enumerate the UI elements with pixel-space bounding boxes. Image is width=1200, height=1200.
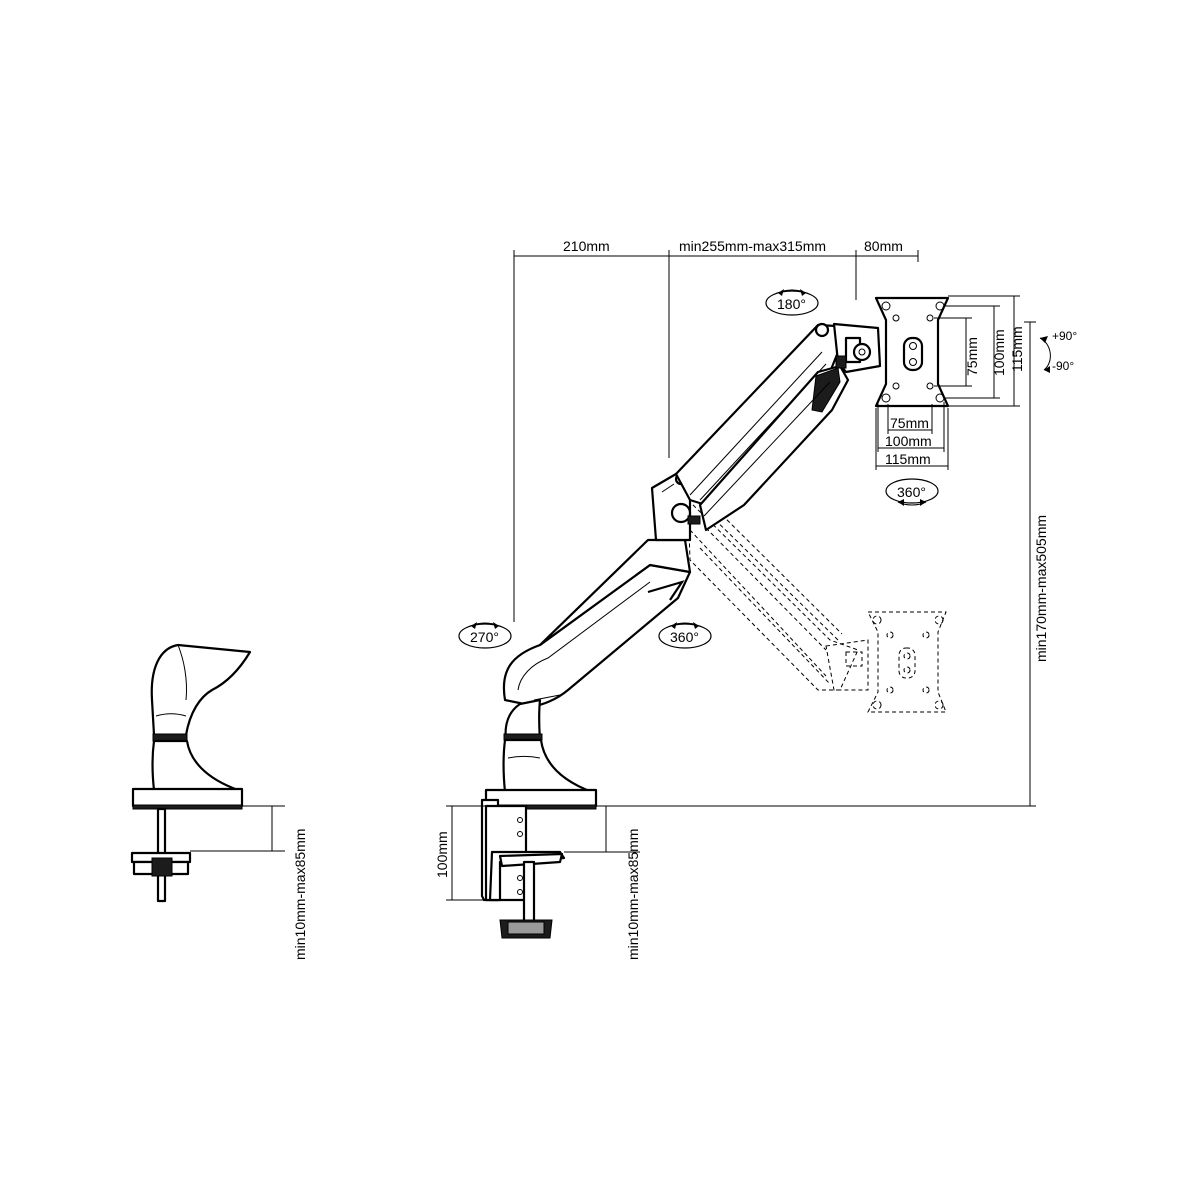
rotation-arrow-icon	[670, 622, 700, 629]
lower-arm-segment	[538, 538, 692, 647]
rotation-180-label: 180°	[777, 296, 806, 312]
side-view-base-body	[151, 739, 240, 792]
vesa-vertical-115-label: 115mm	[1009, 326, 1025, 372]
vesa-plate	[874, 296, 950, 408]
side-view-base-plate	[131, 787, 244, 808]
reach-dimension-lines	[513, 250, 919, 622]
lowered-vesa-plate	[867, 611, 947, 713]
reach-head-label: 80mm	[864, 238, 903, 254]
rotation-360-head-indicator: 360°	[885, 478, 939, 506]
reach-base-label: 210mm	[563, 238, 610, 254]
vesa-vertical-75-label: 75mm	[964, 337, 980, 376]
tilt-knob	[852, 342, 872, 362]
vesa-vertical-dimensions	[934, 295, 1020, 407]
side-view-mount	[130, 643, 285, 903]
height-range-label: min170mm-max505mm	[1033, 515, 1049, 662]
side-view-arm-top	[150, 643, 252, 737]
tilt-up-label: +90°	[1052, 329, 1077, 343]
vesa-horizontal-dimensions	[875, 402, 949, 470]
clamp-height-label: 100mm	[434, 831, 450, 878]
monitor-arm	[502, 322, 882, 708]
clamp-screw	[522, 860, 536, 924]
rotation-360-arm-label: 360°	[670, 629, 699, 645]
main-base-and-clamp	[446, 698, 1036, 939]
rotation-270-indicator: 270°	[458, 622, 512, 649]
vesa-vertical-100-label: 100mm	[991, 329, 1007, 376]
rotation-360-arm-indicator: 360°	[658, 622, 712, 649]
rotation-arrow-icon	[470, 622, 500, 629]
vesa-horizontal-100-label: 100mm	[885, 433, 932, 449]
rotation-arrow-icon	[777, 289, 807, 296]
main-base-plate	[484, 788, 598, 808]
reach-arm-label: min255mm-max315mm	[679, 238, 826, 254]
height-dimension-line	[1024, 321, 1036, 806]
rotation-270-label: 270°	[470, 629, 499, 645]
rotation-arrow-icon	[897, 499, 927, 506]
lowered-arm-ghost	[687, 498, 947, 713]
rotation-180-indicator: 180°	[765, 289, 819, 316]
desk-thickness-side-label: min10mm-max85mm	[292, 829, 308, 960]
vesa-horizontal-115-label: 115mm	[885, 451, 931, 467]
vesa-horizontal-75-label: 75mm	[890, 415, 929, 431]
rotation-360-head-label: 360°	[897, 484, 926, 500]
tilt-down-label: -90°	[1052, 359, 1074, 373]
desk-thickness-front-label: min10mm-max85mm	[625, 829, 641, 960]
tilt-arrow-icon	[1039, 336, 1051, 373]
